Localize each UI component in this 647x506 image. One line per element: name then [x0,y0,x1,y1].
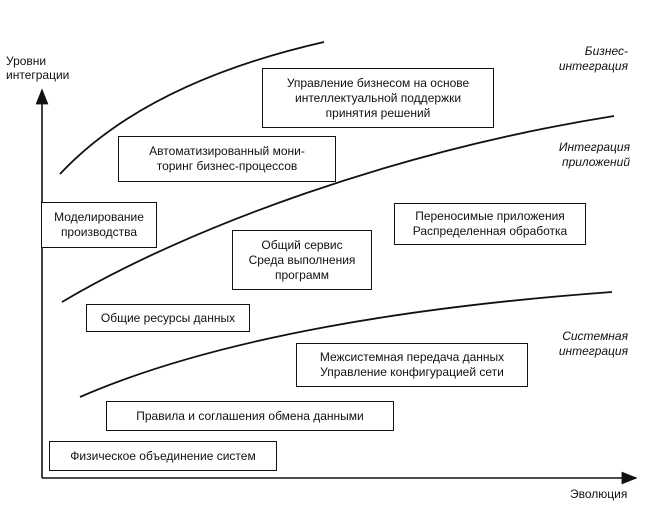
box-line: Распределенная обработка [412,224,568,238]
y-axis-label-line: Уровни [6,54,47,68]
level-application-integration: Интеграция приложений [510,140,630,170]
box-line: торинг бизнес-процессов [156,159,298,173]
system-integration-curve [79,291,613,398]
box-line: Моделирование [54,210,144,224]
level-label-line: приложений [561,155,630,169]
box-shared-data-resources: Общие ресурсы данных [86,304,250,332]
application-integration-curve [61,115,615,303]
box-line: принятия решений [325,105,431,120]
box-line: производства [60,225,138,239]
box-process-monitoring: Автоматизированный мони- торинг бизнес-п… [118,136,336,182]
box-line: Общие ресурсы данных [100,310,236,325]
y-axis-label: Уровни интеграции [6,54,69,82]
box-line: Переносимые приложения [415,209,565,223]
level-label-line: интеграция [558,344,628,358]
box-production-modeling: Моделирование производства [41,202,157,248]
box-intersystem-data-transfer: Межсистемная передача данных Управление … [296,343,528,387]
box-line: интеллектуальной поддержки [294,90,462,105]
box-line: Управление бизнесом на основе [286,75,470,90]
level-label-line: интеграция [558,59,628,73]
box-line: программ [274,267,330,282]
box-line: Физическое объединение систем [70,448,256,463]
x-axis-label: Эволюция [570,487,628,501]
box-line: Межсистемная передача данных [319,350,505,364]
box-data-exchange-rules: Правила и соглашения обмена данными [106,401,394,431]
level-label-line: Системная [562,329,628,343]
box-line: Автоматизированный мони- [149,144,305,158]
box-line: Общий сервис [261,237,343,252]
level-business-integration: Бизнес- интеграция [510,44,628,74]
box-line: Управление конфигурацией сети [320,365,504,379]
y-axis-label-line: интеграции [6,68,70,82]
business-integration-curve [59,41,325,175]
box-physical-integration: Физическое объединение систем [49,441,277,471]
level-label-line: Бизнес- [584,44,628,58]
level-label-line: Интеграция [558,140,630,154]
box-portable-applications: Переносимые приложения Распределенная об… [394,203,586,245]
box-common-service: Общий сервис Среда выполнения программ [232,230,372,290]
box-line: Правила и соглашения обмена данными [136,408,364,423]
box-business-management: Управление бизнесом на основе интеллекту… [262,68,494,128]
box-line: Среда выполнения [248,252,356,267]
level-system-integration: Системная интеграция [510,329,628,359]
